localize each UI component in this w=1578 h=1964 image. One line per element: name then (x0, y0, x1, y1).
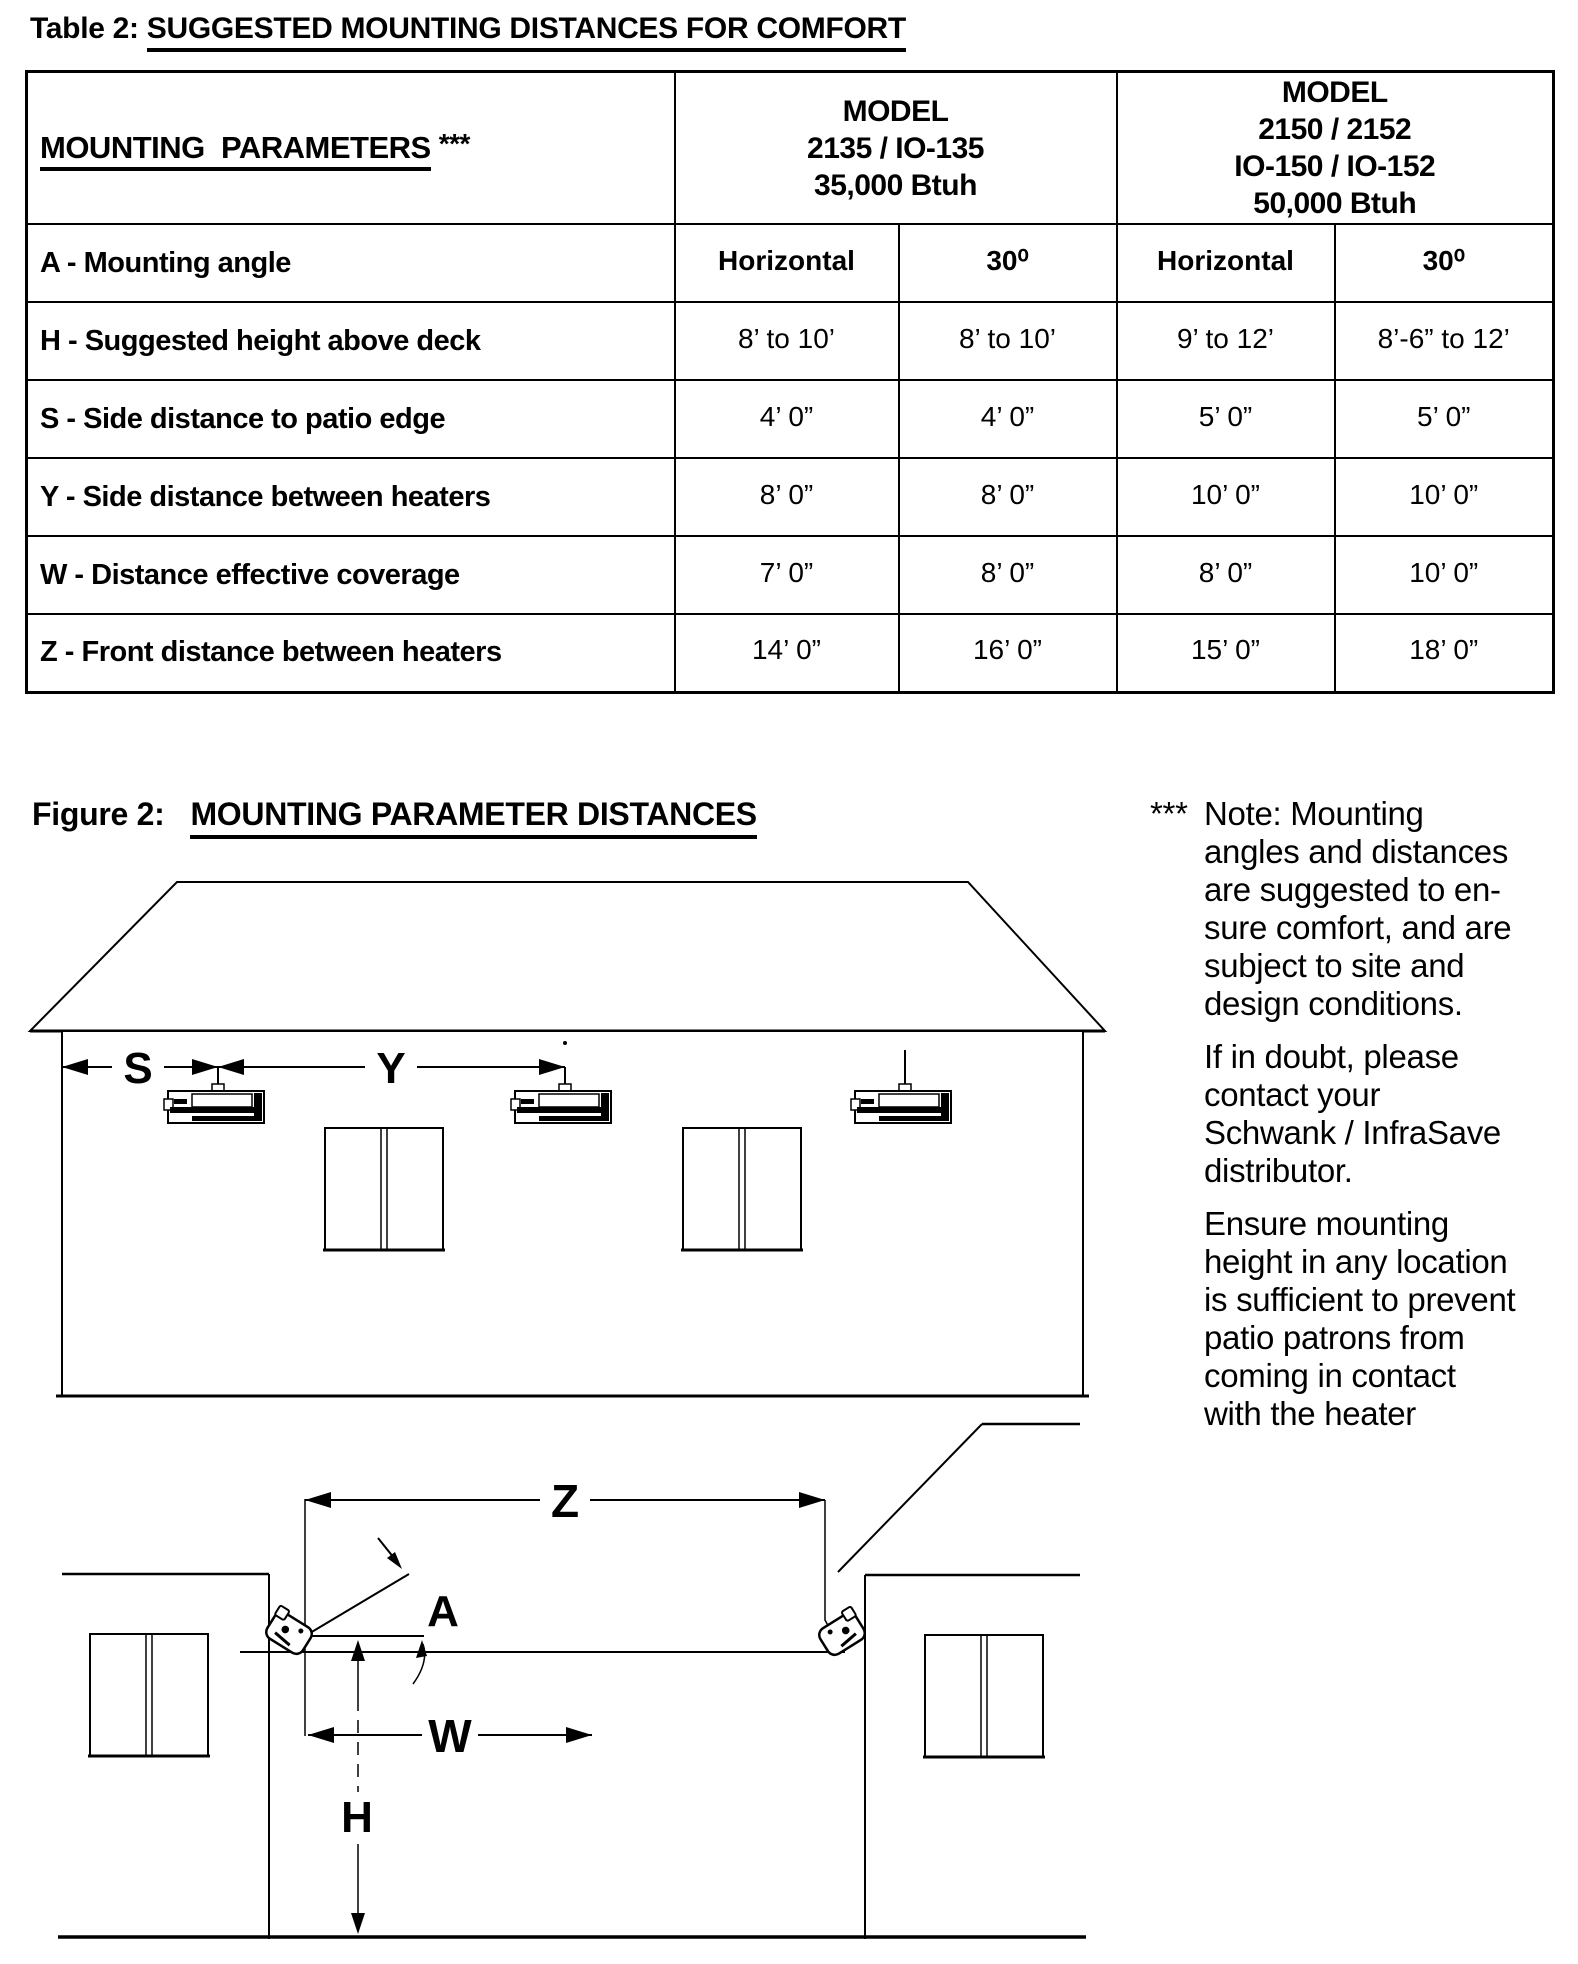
dim-label-z: Z (551, 1475, 579, 1527)
row-label: H - Suggested height above deck (25, 301, 676, 381)
aim-line (304, 1573, 410, 1637)
row-label: Y - Side distance between heaters (25, 457, 676, 537)
table-row: W - Distance effective coverage 7’ 0” 8’… (25, 535, 1555, 615)
a-angle-dimension: A (304, 1537, 459, 1685)
arrowhead (351, 1640, 365, 1661)
row-value: 5’ 0” (1115, 379, 1336, 459)
arrowhead (308, 1727, 334, 1743)
row-value: 30⁰ (1333, 223, 1555, 303)
row-value: 7’ 0” (673, 535, 900, 615)
mounting-diagram: S Y (27, 881, 1108, 1939)
arrowhead (387, 1552, 402, 1569)
h-dimension: H (341, 1640, 373, 1934)
dim-label-a: A (427, 1587, 459, 1636)
table-row: Y - Side distance between heaters 8’ 0” … (25, 457, 1555, 537)
row-value: 4’ 0” (673, 379, 900, 459)
arrowhead (539, 1059, 565, 1075)
row-label: S - Side distance to patio edge (25, 379, 676, 459)
dim-label-y: Y (376, 1044, 405, 1093)
model-a-header-cell: MODEL 2135 / IO-135 35,000 Btuh (673, 70, 1118, 225)
left-tilted-heater (260, 1603, 319, 1659)
row-label: Z - Front distance between heaters (25, 613, 676, 693)
table-row: S - Side distance to patio edge 4’ 0” 4’… (25, 379, 1555, 459)
row-value: Horizontal (1115, 223, 1336, 303)
note-paragraph-2: If in doubt, please contact your Schwank… (1204, 1038, 1501, 1189)
figure-caption-text: MOUNTING PARAMETER DISTANCES (190, 796, 757, 839)
mounting-parameters-table: MOUNTING PARAMETERS*** MODEL 2135 / IO-1… (25, 70, 1555, 694)
dim-label-s: S (123, 1044, 152, 1093)
note-asterisks: *** (1150, 795, 1188, 832)
row-value: 14’ 0” (673, 613, 900, 693)
arrowhead (218, 1059, 244, 1075)
note-paragraph-1: *** Note: Mounting angles and distances a… (1150, 795, 1578, 1023)
z-dimension: Z (304, 1474, 833, 1736)
w-dimension: W (308, 1710, 592, 1762)
row-value: 16’ 0” (897, 613, 1118, 693)
param-header-text: MOUNTING PARAMETERS (40, 130, 431, 171)
table-header-row: MOUNTING PARAMETERS*** MODEL 2135 / IO-1… (25, 70, 1555, 225)
table-title-text: SUGGESTED MOUNTING DISTANCES FOR COMFORT (146, 12, 906, 52)
porch-roof-slope (837, 1423, 983, 1573)
table-row: H - Suggested height above deck 8’ to 10… (25, 301, 1555, 381)
arrowhead (799, 1492, 825, 1508)
row-value: 8’ 0” (897, 535, 1118, 615)
row-label: A - Mounting angle (25, 223, 676, 303)
row-value: 8’ 0” (673, 457, 900, 537)
note-block: *** Note: Mounting angles and distances a… (1150, 795, 1578, 1448)
row-value: 4’ 0” (897, 379, 1118, 459)
dim-label-w: W (428, 1710, 472, 1762)
s-y-dimension: S Y (62, 1044, 565, 1093)
note-paragraph-1-text: Note: Mounting angles and distances are … (1204, 795, 1512, 1022)
row-value: 9’ to 12’ (1115, 301, 1336, 381)
row-value: Horizontal (673, 223, 900, 303)
arrowhead (305, 1492, 331, 1508)
arrowhead (416, 1640, 427, 1658)
note-paragraph-3: Ensure mounting height in any location i… (1204, 1205, 1516, 1432)
row-value: 15’ 0” (1115, 613, 1336, 693)
row-value: 18’ 0” (1333, 613, 1555, 693)
param-header-asterisks: *** (438, 128, 471, 159)
hanging-heaters (163, 1041, 952, 1124)
table-row: A - Mounting angle Horizontal 30⁰ Horizo… (25, 223, 1555, 303)
dim-label-h: H (341, 1793, 373, 1842)
table-title: Table 2: SUGGESTED MOUNTING DISTANCES FO… (30, 12, 906, 52)
row-value: 8’ to 10’ (897, 301, 1118, 381)
row-value: 10’ 0” (1115, 457, 1336, 537)
table-row: Z - Front distance between heaters 14’ 0… (25, 613, 1555, 693)
row-value: 8’ 0” (1115, 535, 1336, 615)
row-value: 5’ 0” (1333, 379, 1555, 459)
table-title-prefix: Table 2: (30, 12, 147, 45)
row-label: W - Distance effective coverage (25, 535, 676, 615)
figure-caption-prefix: Figure 2: (32, 796, 165, 832)
right-tilted-heater (812, 1604, 871, 1660)
row-value: 8’ 0” (897, 457, 1118, 537)
roof (27, 881, 1108, 1032)
figure-caption: Figure 2: MOUNTING PARAMETER DISTANCES (32, 796, 757, 839)
patio-side-view (58, 1422, 1086, 1939)
arrowhead (192, 1059, 218, 1075)
arrowhead (351, 1913, 365, 1934)
row-value: 8’-6” to 12’ (1333, 301, 1555, 381)
row-value: 10’ 0” (1333, 535, 1555, 615)
house-front-elevation (27, 881, 1108, 1398)
param-header-cell: MOUNTING PARAMETERS*** (25, 70, 676, 225)
arrowhead (566, 1727, 592, 1743)
row-value: 10’ 0” (1333, 457, 1555, 537)
model-b-header-cell: MODEL 2150 / 2152 IO-150 / IO-152 50,000… (1115, 70, 1555, 225)
row-value: 8’ to 10’ (673, 301, 900, 381)
row-value: 30⁰ (897, 223, 1118, 303)
arrowhead (62, 1059, 88, 1075)
